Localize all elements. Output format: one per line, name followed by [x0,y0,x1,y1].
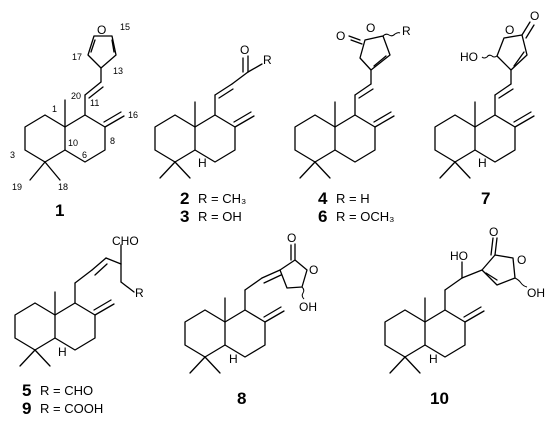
atom-number-19: 19 [12,182,22,192]
atom-O: O [505,23,514,37]
atom-CHO: CHO [112,234,139,248]
atom-number-13: 13 [113,66,123,76]
atom-OH: OH [299,300,317,314]
atom-R: R [402,24,411,38]
compound-label-10: 10 [430,389,449,408]
substituent-label-5: R = CHO [40,383,93,398]
atom-R: R [263,53,272,67]
substituent-label-9: R = COOH [40,401,103,416]
atom-O: O [489,225,498,239]
structure-compound-7: O O HO H 7 [434,9,539,208]
compound-label-6: 6 [318,207,327,226]
atom-O: O [97,23,106,37]
atom-H: H [58,345,67,359]
structure-compound-2-3: O R H 2 R = CH₃ 3 R = OH [154,43,272,226]
atom-O: O [366,21,375,35]
structure-compound-10: HO O O OH H 10 [384,225,545,408]
atom-H: H [229,352,238,366]
atom-number-8: 8 [110,136,115,146]
atom-HO: HO [450,249,468,263]
compound-label-3: 3 [180,207,189,226]
atom-OH: OH [527,286,545,300]
atom-R: R [135,286,144,300]
atom-O: O [240,43,249,57]
atom-number-1: 1 [52,104,57,114]
atom-number-3: 3 [10,150,15,160]
atom-O: O [517,253,526,267]
substituent-label-4: R = H [336,191,370,206]
structure-compound-5-9: CHO R H 5 R = CHO 9 R = COOH [14,234,144,418]
atom-H: H [198,156,207,170]
compound-label-1: 1 [55,201,64,220]
atom-number-15: 15 [120,22,130,32]
atom-HO: HO [460,50,478,64]
atom-O: O [530,9,539,23]
compound-label-7: 7 [481,189,490,208]
atom-number-18: 18 [58,182,68,192]
compound-label-4: 4 [318,189,328,208]
atom-number-10: 10 [68,138,78,148]
compound-label-5: 5 [22,381,31,400]
atom-H: H [478,156,487,170]
compound-label-8: 8 [237,389,246,408]
substituent-label-6: R = OCH₃ [336,209,394,224]
compound-label-9: 9 [22,399,31,418]
substituent-label-3: R = OH [198,209,242,224]
atom-O: O [287,231,296,245]
atom-number-11: 11 [90,98,99,108]
compound-label-2: 2 [180,189,189,208]
structure-compound-4-6: O O R 4 R = H 6 R = OCH₃ [294,21,411,226]
atom-O: O [336,29,345,43]
atom-H: H [429,352,438,366]
structure-compound-1: O 17 15 13 11 20 1 10 3 6 8 16 19 18 1 [10,22,138,220]
atom-number-16: 17 [72,52,82,62]
substituent-label-2: R = CH₃ [198,191,246,206]
structure-compound-8: O O OH H 8 [184,231,318,408]
atom-O: O [309,263,318,277]
atom-number-20: 20 [71,91,81,101]
atom-number-17: 16 [128,110,138,120]
atom-number-6: 6 [82,150,87,160]
